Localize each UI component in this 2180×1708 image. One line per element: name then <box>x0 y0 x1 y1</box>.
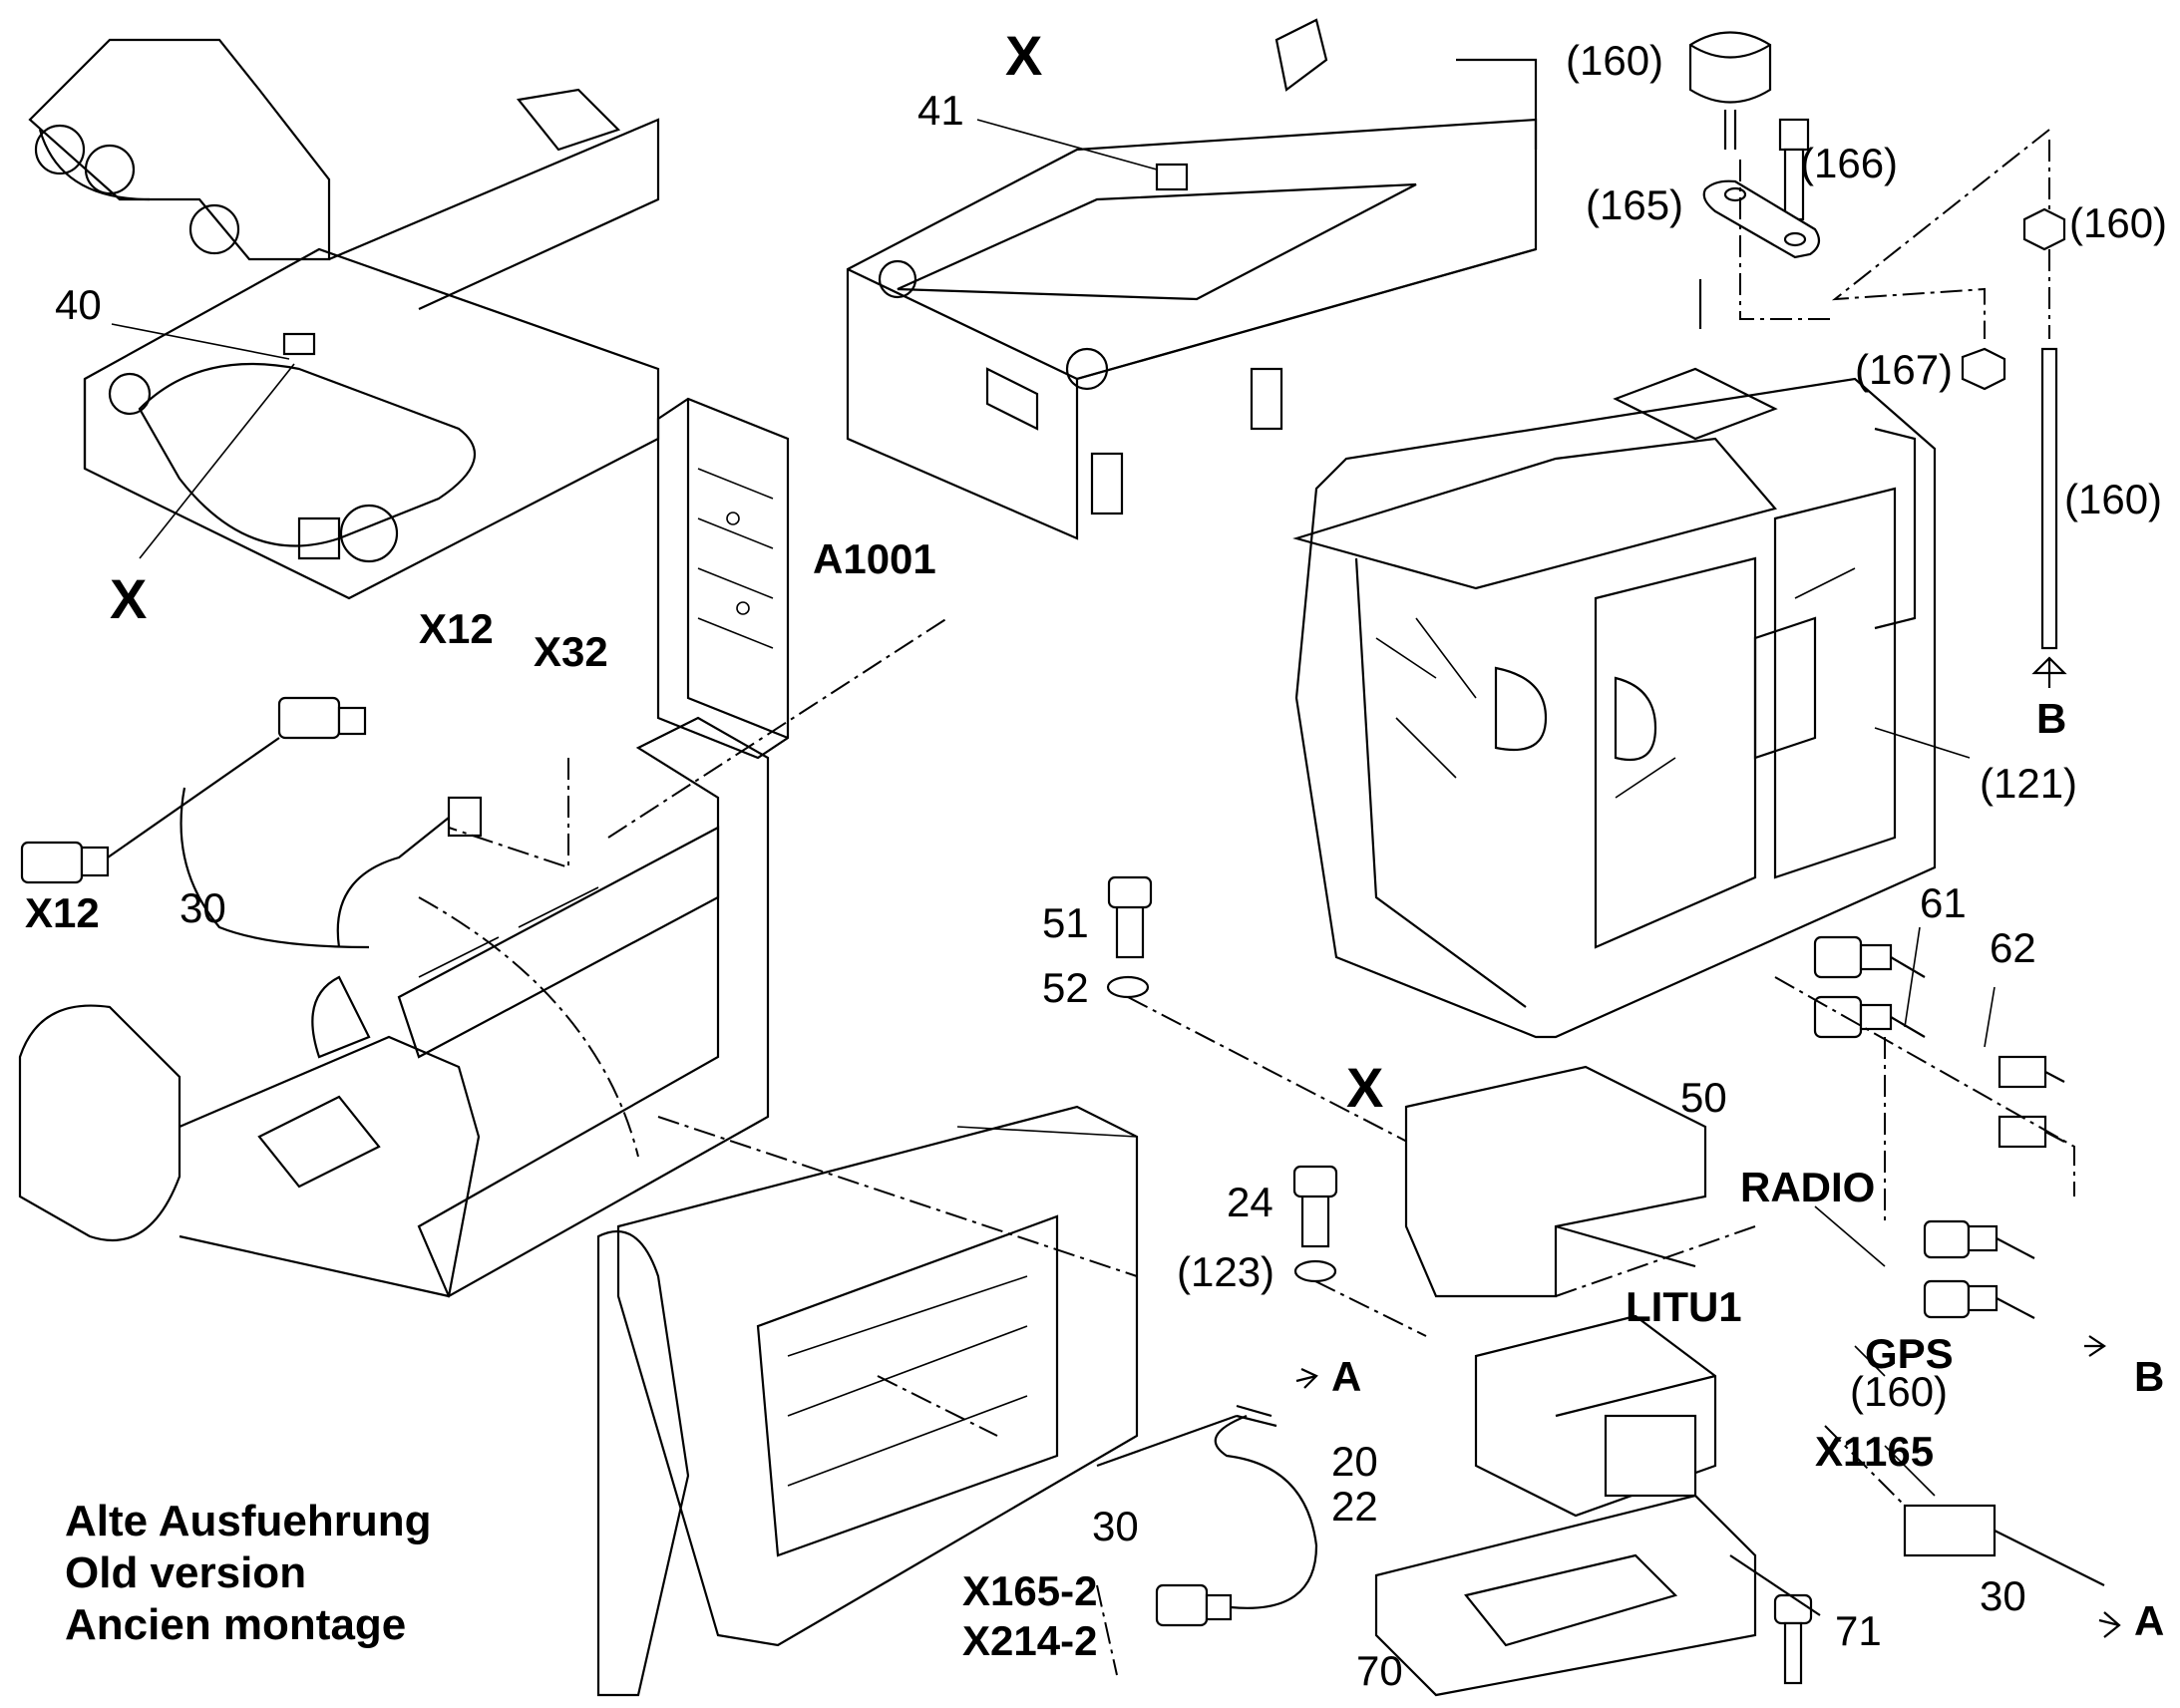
antenna-cable-connectors <box>1774 935 2106 1357</box>
label-radio: RADIO <box>1740 1164 1875 1210</box>
label-a1001: A1001 <box>813 535 936 582</box>
control-board-a1001 <box>656 397 790 760</box>
label-160-rod: (160) <box>2064 476 2162 522</box>
label-litu1: LITU1 <box>1626 1283 1742 1330</box>
upper-frame-center <box>846 18 1538 540</box>
note-line-1: Alte Ausfuehrung <box>65 1497 431 1545</box>
label-41: 41 <box>917 87 964 134</box>
label-52: 52 <box>1042 964 1089 1011</box>
label-160-bottom: (160) <box>1850 1368 1948 1415</box>
label-50: 50 <box>1680 1074 1727 1121</box>
callout-labels: X 40 X12 X32 A1001 X12 30 X 41 (160) (16… <box>25 24 2167 1694</box>
label-a-mid: A <box>1331 1353 1361 1400</box>
antenna-parts <box>1688 31 2067 688</box>
label-62: 62 <box>1990 924 2036 971</box>
label-166: (166) <box>1800 140 1898 186</box>
label-30-mid: 30 <box>1092 1503 1139 1549</box>
label-b-top: B <box>2036 695 2066 742</box>
label-160-right: (160) <box>2069 199 2167 246</box>
label-71: 71 <box>1835 1607 1882 1654</box>
label-40: 40 <box>55 281 102 328</box>
label-x-top-mid: X <box>1005 24 1042 87</box>
label-x12-left: X12 <box>25 889 100 936</box>
label-22: 22 <box>1331 1483 1378 1530</box>
version-note: Alte Ausfuehrung Old version Ancien mont… <box>65 1497 431 1649</box>
label-x165-2: X165-2 <box>962 1567 1097 1614</box>
label-70: 70 <box>1356 1647 1403 1694</box>
new-console <box>596 1105 1139 1697</box>
left-console-old <box>18 716 770 1298</box>
label-121: (121) <box>1980 760 2077 807</box>
label-160-top: (160) <box>1566 37 1663 84</box>
label-x12-top: X12 <box>419 605 494 652</box>
arrow-a-right <box>2098 1611 2121 1638</box>
label-165: (165) <box>1586 181 1683 228</box>
label-x1165: X1165 <box>1815 1428 1934 1475</box>
leader-lines <box>111 119 1996 1497</box>
label-a-right: A <box>2134 1597 2164 1644</box>
label-30-left: 30 <box>180 884 226 931</box>
label-b-bottom: B <box>2134 1353 2164 1400</box>
label-x-left: X <box>110 567 147 630</box>
note-line-2: Old version <box>65 1548 306 1597</box>
arrow-a-mid <box>1295 1368 1318 1389</box>
label-gps: GPS <box>1865 1330 1954 1377</box>
label-51: 51 <box>1042 899 1089 946</box>
label-x214-2: X214-2 <box>962 1617 1097 1664</box>
label-123: (123) <box>1177 1248 1274 1295</box>
upper-frame-left <box>28 38 660 600</box>
label-x-mid: X <box>1346 1056 1383 1119</box>
label-24: 24 <box>1227 1179 1273 1225</box>
label-20: 20 <box>1331 1438 1378 1485</box>
label-30-right: 30 <box>1980 1572 2026 1619</box>
mounting-parts <box>1106 875 2105 1697</box>
note-line-3: Ancien montage <box>65 1600 406 1649</box>
harness-parts <box>20 617 1318 1676</box>
label-61: 61 <box>1920 879 1967 926</box>
label-x32: X32 <box>534 628 608 675</box>
operator-cab <box>1292 367 1937 1039</box>
label-167: (167) <box>1855 346 1953 393</box>
